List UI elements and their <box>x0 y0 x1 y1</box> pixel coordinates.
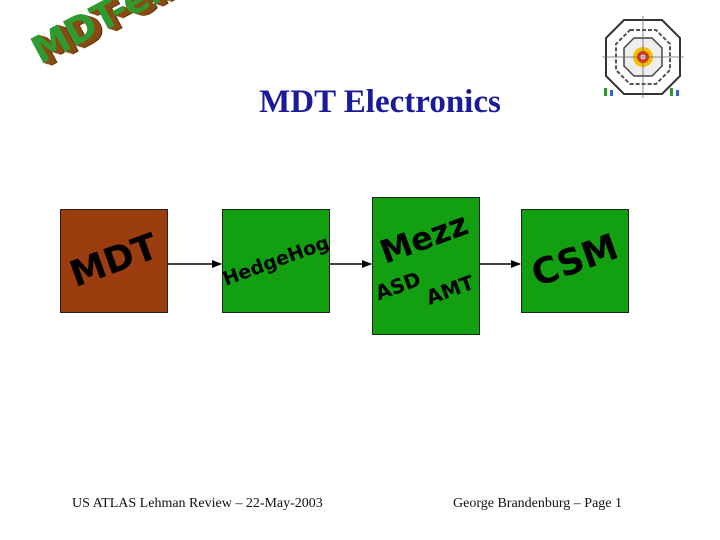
slide-title: MDT Electronics <box>259 84 501 120</box>
mdt-label: MDT <box>64 226 164 296</box>
footer-right: George Brandenburg – Page 1 <box>453 496 622 511</box>
mdt-block: MDT <box>60 209 168 313</box>
atlas-detector-icon <box>600 14 686 100</box>
mezz-sublabel-asd: ASD <box>372 266 424 306</box>
hedgehog-block: HedgeHog <box>219 209 333 313</box>
csm-block: CSM <box>521 209 629 313</box>
mezz-sublabel-amt: AMT <box>422 270 478 310</box>
csm-label: CSM <box>526 226 624 296</box>
mezz-label: Mezz <box>374 204 474 272</box>
hedgehog-label: HedgeHog <box>219 231 333 291</box>
footer-left: US ATLAS Lehman Review – 22-May-2003 <box>72 496 323 511</box>
